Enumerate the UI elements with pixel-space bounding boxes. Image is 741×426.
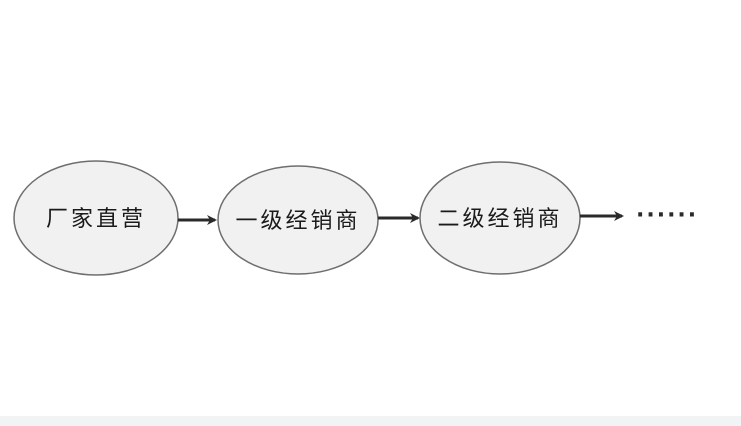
node-label: 二级经销商 (437, 207, 562, 232)
node-first-level-dealer: 一级经销商 (217, 165, 379, 275)
node-factory-direct: 厂家直营 (13, 160, 179, 276)
continuation-ellipsis: ······ (636, 203, 698, 228)
node-second-level-dealer: 二级经销商 (419, 161, 581, 275)
node-ellipse (217, 165, 379, 275)
footer-strip (0, 416, 741, 426)
node-label: 厂家直营 (46, 207, 146, 232)
node-label: 一级经销商 (235, 209, 360, 234)
node-ellipse (419, 161, 581, 275)
node-ellipse (13, 160, 179, 276)
